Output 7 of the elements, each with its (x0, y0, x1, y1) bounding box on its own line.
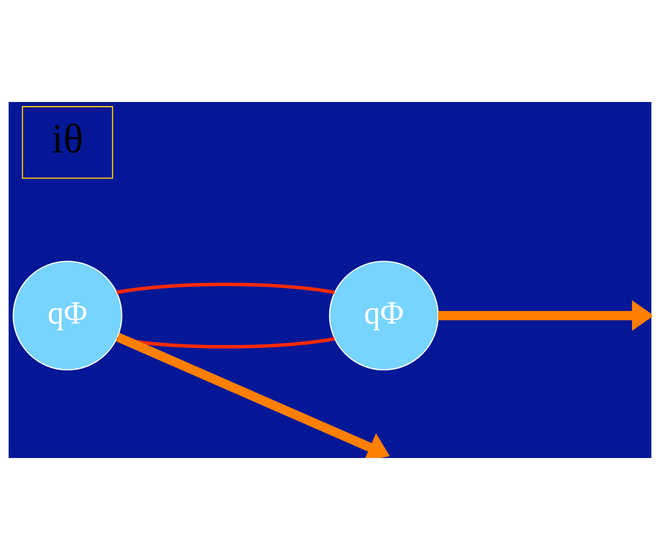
arrow (116, 332, 390, 458)
connector (116, 282, 335, 294)
connector (116, 337, 335, 348)
node-box: iθ (22, 106, 114, 179)
node-circle: qΦ (329, 260, 439, 370)
arrow (438, 300, 652, 331)
node-circle: qΦ (12, 260, 122, 370)
